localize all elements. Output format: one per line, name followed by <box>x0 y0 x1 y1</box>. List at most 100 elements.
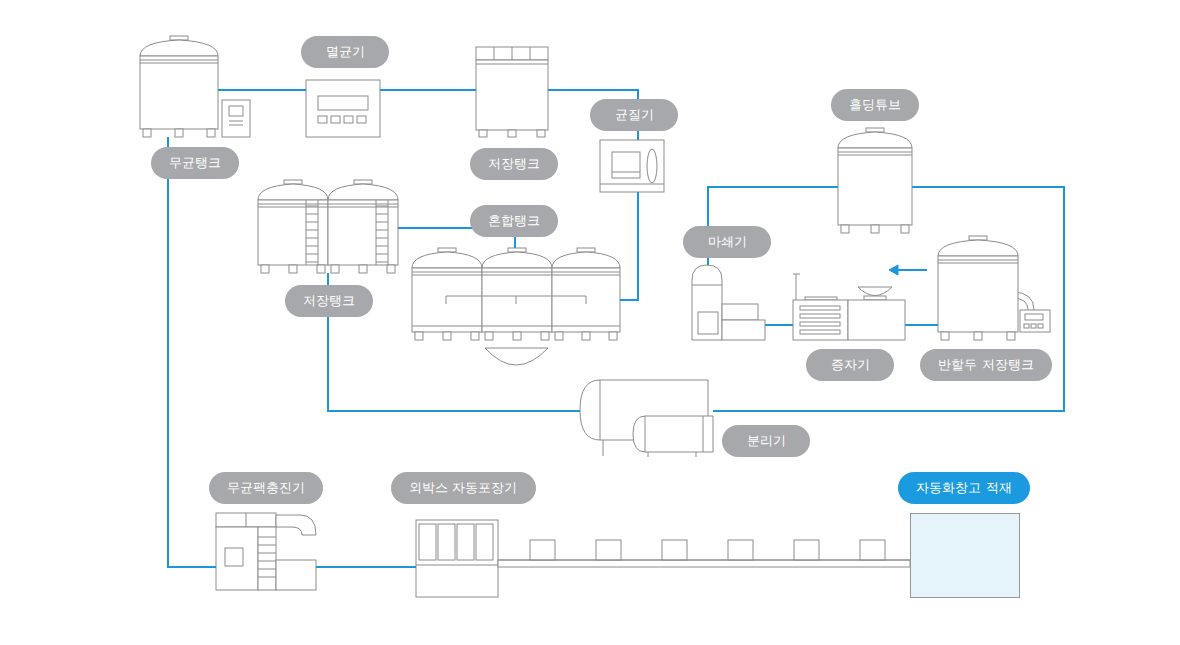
mixer-piping <box>516 296 517 304</box>
node-label: 균질기 <box>590 99 678 131</box>
equipment-node: 저장탱크 <box>258 180 398 273</box>
pipe-line <box>713 187 1064 411</box>
equipment-node: 분리기 <box>580 380 713 456</box>
filling-machine <box>276 515 316 535</box>
tank-control <box>1025 314 1043 320</box>
filling-machine <box>258 561 276 562</box>
steamer <box>864 296 886 300</box>
conveyor <box>530 540 555 560</box>
steamer <box>848 300 905 340</box>
ladder <box>376 246 388 247</box>
pipe-line <box>765 324 793 326</box>
tank <box>387 265 395 273</box>
tank <box>938 260 1018 261</box>
steamer <box>796 274 797 300</box>
tank <box>938 240 1018 256</box>
ladder <box>306 230 318 231</box>
separator <box>603 440 604 456</box>
ladder <box>306 200 318 265</box>
storage-tank <box>537 130 545 137</box>
tank <box>969 236 987 240</box>
flow-arrow <box>889 265 927 275</box>
tank <box>838 128 912 233</box>
ladder <box>306 254 318 255</box>
separator <box>703 416 704 452</box>
steamer <box>800 306 840 310</box>
packing-machine <box>416 520 498 597</box>
filling-machine <box>225 548 243 566</box>
node-label: 자동화창고 적재 <box>898 472 1030 504</box>
ladder <box>306 222 318 223</box>
control-box <box>222 100 250 137</box>
filling-machine <box>246 513 247 527</box>
tank <box>901 225 909 233</box>
equipment-node: 무균팩충진기 <box>216 513 316 590</box>
packing-machine <box>419 524 436 560</box>
mixer-piping <box>446 296 447 304</box>
homogenizer <box>612 152 640 178</box>
control-box <box>229 125 243 126</box>
conveyor <box>498 540 910 567</box>
tank <box>471 332 479 340</box>
mixer-piping <box>412 296 620 365</box>
sterilizer <box>306 80 380 137</box>
tank <box>838 132 912 148</box>
filling-machine <box>276 560 316 590</box>
pipe-line <box>168 137 216 567</box>
tank <box>328 180 398 273</box>
storage-tank <box>476 64 548 65</box>
storage-tank <box>479 130 487 137</box>
node-label: 반할두 저장탱크 <box>920 349 1052 381</box>
node-label: 흘딩튜브 <box>831 89 919 121</box>
tank <box>582 332 590 340</box>
tank <box>482 272 552 273</box>
node-label: 무균탱크 <box>151 147 239 179</box>
steamer <box>793 300 848 340</box>
flow-arrow <box>896 269 927 271</box>
tank <box>482 268 552 332</box>
node-label: 분리기 <box>722 425 810 457</box>
node-label: 저장탱크 <box>470 148 558 180</box>
homogenizer <box>612 172 640 173</box>
tank <box>438 248 456 252</box>
homogenizer <box>600 140 664 192</box>
tank-control <box>1031 324 1036 328</box>
storage-tank <box>508 130 516 137</box>
tank <box>170 36 188 40</box>
tank <box>140 36 218 137</box>
sterilizer <box>318 116 327 123</box>
pipe-line <box>620 192 638 300</box>
tank <box>838 155 912 156</box>
tank <box>485 332 493 340</box>
ladder <box>376 214 388 215</box>
conveyor-edge <box>498 560 910 561</box>
node-label: 외박스 자동포장기 <box>391 472 536 504</box>
node-label: 혼합탱크 <box>470 205 558 237</box>
equipment-node: 저장탱크 <box>476 47 548 137</box>
ladder <box>306 200 307 265</box>
tank <box>258 180 328 273</box>
storage-tank <box>476 47 548 137</box>
tank <box>555 332 563 340</box>
node-label: 멸균기 <box>301 36 389 68</box>
filling-machine <box>258 577 276 578</box>
tank-control <box>1038 324 1043 328</box>
grinder <box>692 265 722 340</box>
tank <box>513 332 521 340</box>
sterilizer <box>306 80 380 137</box>
ladder <box>306 262 318 263</box>
ladder <box>306 206 318 207</box>
equipment-node: 흘딩튜브 <box>838 130 912 233</box>
ladder <box>376 238 388 239</box>
separator <box>600 380 601 440</box>
tank <box>359 265 367 273</box>
steamer <box>858 287 892 296</box>
tank <box>482 275 552 276</box>
tank <box>258 184 328 200</box>
ladder <box>376 206 388 207</box>
tank <box>938 236 1018 340</box>
tank <box>838 148 912 225</box>
steamer <box>800 322 840 326</box>
filling-machine <box>258 553 276 554</box>
